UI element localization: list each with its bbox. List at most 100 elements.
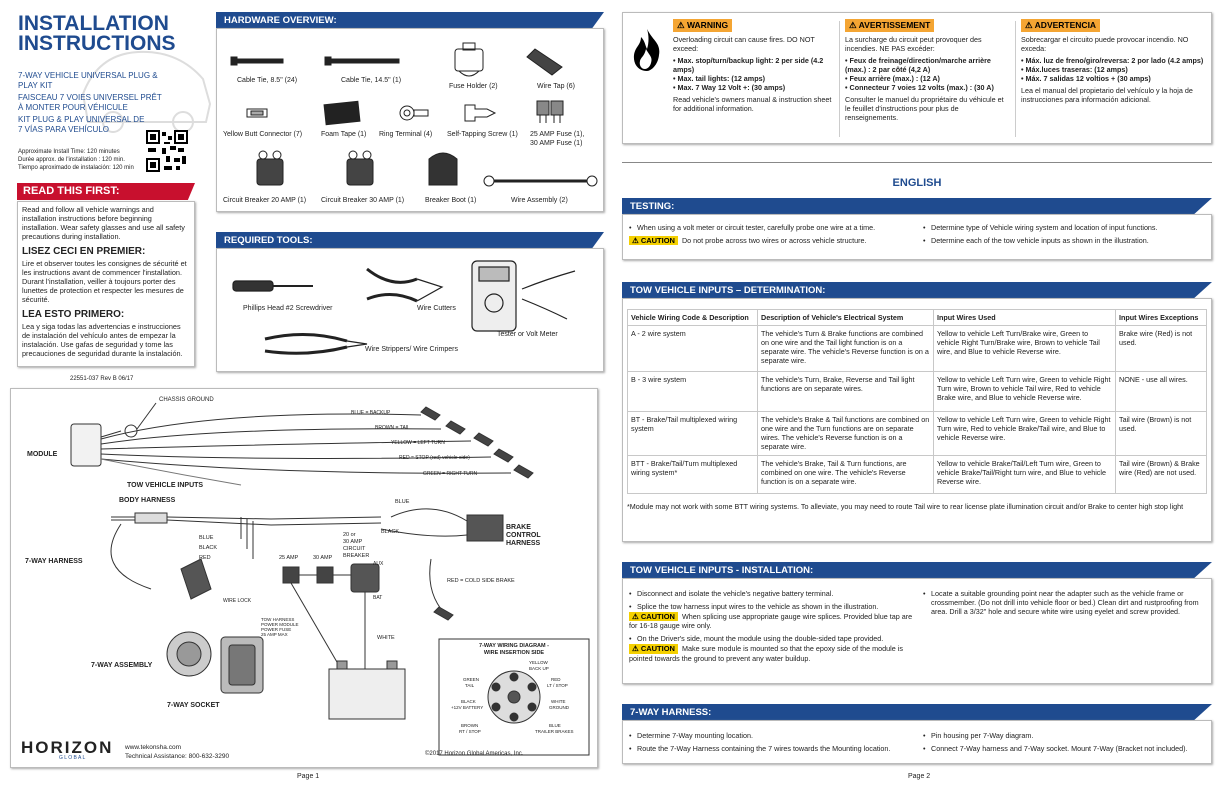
label-30amp: 30 AMP xyxy=(313,555,333,561)
label-red-stop: RED = STOP (red) vehicle side) xyxy=(399,455,470,461)
warning-intro-fr: La surcharge du circuit peut provoquer d… xyxy=(845,34,982,53)
table-cell: The vehicle's Turn & Brake functions are… xyxy=(757,325,934,372)
harness-step-3: Pin housing per 7-Way diagram. xyxy=(923,731,1209,740)
lea-text: Lea y siga todas las advertencias e inst… xyxy=(22,321,183,359)
table-cell: Yellow to vehicle Left Turn wire, Green … xyxy=(933,411,1116,456)
table-cell: BTT - Brake/Tail/Turn multiplexed wiring… xyxy=(627,455,758,494)
determination-header: TOW VEHICLE INPUTS – DETERMINATION: xyxy=(622,282,1212,298)
hardware-item-self-tapping-screw: Self-Tapping Screw (1) xyxy=(447,131,518,138)
tool-screwdriver: Phillips Head #2 Screwdriver xyxy=(243,305,333,312)
qr-code-icon[interactable] xyxy=(146,130,188,172)
label-aux: AUX xyxy=(373,561,384,567)
installation-header: TOW VEHICLE INPUTS - INSTALLATION: xyxy=(622,562,1212,578)
table-cell: Yellow to vehicle Left Turn/Brake wire, … xyxy=(933,325,1116,372)
label-white: WHITE xyxy=(377,635,395,641)
warning-b3-fr: • Connecteur 7 voies 12 volts (max.) : (… xyxy=(845,82,994,92)
brand-name: HORIZON xyxy=(21,738,114,757)
website-link[interactable]: www.tekonsha.com xyxy=(125,744,181,751)
label-w-white: WHITE xyxy=(551,699,566,704)
section-divider xyxy=(622,162,1212,163)
install-caution-1: When splicing use appropriate gauge wire… xyxy=(629,612,913,631)
label-w-ltstop: LT / STOP xyxy=(547,683,568,688)
label-power-module-1: TOW HARNESS xyxy=(261,617,294,622)
label-power-module-4: 25 AMP MAX xyxy=(261,632,288,637)
read-this-first-panel: Read and follow all vehicle warnings and… xyxy=(17,201,195,367)
label-tow-vehicle-inputs: TOW VEHICLE INPUTS xyxy=(127,482,203,489)
label-w-rtstop: RT / STOP xyxy=(459,729,481,734)
caution-badge: ⚠ CAUTION xyxy=(629,612,678,622)
label-w-tail: TAIL xyxy=(465,683,475,688)
label-power-module-3: POWER FUSE xyxy=(261,627,291,632)
warning-outro-fr: Consulter le manuel du propriétaire du v… xyxy=(845,94,1004,122)
label-w-trailer: TRAILER BRAKES xyxy=(535,729,574,734)
hardware-item-25amp-fuse: 25 AMP Fuse (1), xyxy=(530,131,585,138)
product-name-en-1: 7-WAY VEHICLE UNIVERSAL PLUG & xyxy=(18,71,158,80)
warning-intro-es: Sobrecargar el circuito puede provocar i… xyxy=(1021,34,1189,53)
label-brake-control-2: CONTROL xyxy=(506,532,541,539)
label-w-green: GREEN xyxy=(463,677,479,682)
install-step-3: On the Driver's side, mount the module u… xyxy=(629,634,919,643)
lisez-title: LISEZ CECI EN PREMIER: xyxy=(22,246,146,258)
label-25amp: 25 AMP xyxy=(279,555,299,561)
install-step-2: Splice the tow harness input wires to th… xyxy=(629,602,919,611)
install-caution-2: Make sure module is mounted so that the … xyxy=(629,644,903,663)
label-brake-control-1: BRAKE xyxy=(506,524,531,531)
label-w-backup: BACK UP xyxy=(529,666,549,671)
warning-outro-en: Read vehicle's owners manual & instructi… xyxy=(673,94,832,113)
label-body-harness: BODY HARNESS xyxy=(119,497,176,504)
warning-b2-en: • Max. tail lights: (12 amps) xyxy=(673,73,765,83)
col-header: Input Wires Used xyxy=(933,309,1116,326)
page-number-2: Page 2 xyxy=(908,773,931,780)
warning-b2-es: • Máx.luces traseras: (12 amps) xyxy=(1021,64,1128,74)
table-cell: A - 2 wire system xyxy=(627,325,758,372)
lea-title: LEA ESTO PRIMERO: xyxy=(22,309,125,321)
label-red-cold: RED = COLD SIDE BRAKE xyxy=(447,578,515,584)
hardware-item-foam-tape: Foam Tape (1) xyxy=(321,131,367,138)
page-title-line1: INSTALLATION xyxy=(18,12,169,35)
label-black-2: BLACK xyxy=(381,529,399,535)
required-tools-header: REQUIRED TOOLS: xyxy=(216,232,604,248)
english-heading: ENGLISH xyxy=(892,177,942,189)
hardware-item-ring-terminal: Ring Terminal (4) xyxy=(379,131,433,138)
label-chassis-ground: CHASSIS GROUND xyxy=(159,397,214,403)
hardware-item-wire-tap: Wire Tap (6) xyxy=(537,83,575,90)
hardware-illustrations xyxy=(230,42,598,187)
product-name-es-1: KIT PLUG & PLAY UNIVERSAL DE xyxy=(18,115,145,124)
product-name-en-2: PLAY KIT xyxy=(18,81,53,90)
page-number-1: Page 1 xyxy=(297,773,320,780)
warning-col-fr: ⚠ AVERTISSEMENT La surcharge du circuit … xyxy=(845,19,1011,122)
warning-title-en: ⚠ WARNING xyxy=(673,19,733,32)
caution-badge: ⚠ CAUTION xyxy=(629,236,678,246)
label-power-module-2: POWER MODULE xyxy=(261,622,299,627)
hardware-item-breaker-20: Circuit Breaker 20 AMP (1) xyxy=(223,197,307,204)
title-block: INSTALLATION INSTRUCTIONS 7-WAY VEHICLE … xyxy=(18,12,212,184)
warning-col-en: ⚠ WARNING Overloading circuit can cause … xyxy=(673,19,839,113)
warning-b3-es: • Máx. 7 salidas 12 voltios + (30 amps) xyxy=(1021,73,1151,83)
label-w-12v: +12V BATTERY xyxy=(451,705,483,710)
install-time-fr: Durée approx. de l'installation : 120 mi… xyxy=(18,157,125,163)
install-step-1: Disconnect and isolate the vehicle's neg… xyxy=(629,589,919,598)
copyright: ©2017 Horizon Global Americas, Inc. xyxy=(425,751,524,757)
divider xyxy=(839,21,840,137)
label-w-black: BLACK xyxy=(461,699,476,704)
hardware-item-wire-assembly: Wire Assembly (2) xyxy=(511,197,568,204)
table-row: A - 2 wire system The vehicle's Turn & B… xyxy=(627,325,1207,372)
label-bat: BAT xyxy=(373,595,382,601)
table-cell: Brake wire (Red) is not used. xyxy=(1115,325,1207,372)
tool-volt-meter: Tester or Volt Meter xyxy=(497,331,558,338)
testing-panel: When using a volt meter or circuit teste… xyxy=(622,214,1212,260)
product-name-es-2: 7 VÍAS PARA VEHÍCULO xyxy=(18,125,109,134)
brand-subtitle: G L O B A L xyxy=(59,755,86,762)
tool-wire-strippers: Wire Strippers/ Wire Crimpers xyxy=(365,346,458,353)
table-cell: The vehicle's Turn, Brake, Reverse and T… xyxy=(757,371,934,412)
testing-caution: Do not probe across two wires or across … xyxy=(681,236,867,245)
table-cell: The vehicle's Brake, Tail & Turn functio… xyxy=(757,455,934,494)
label-brake-control-3: HARNESS xyxy=(506,540,541,547)
table-row: B - 3 wire system The vehicle's Turn, Br… xyxy=(627,371,1207,412)
label-w-brown: BROWN xyxy=(461,723,478,728)
product-name-fr-2: À MONTER POUR VÉHICULE xyxy=(18,103,128,112)
warning-b2-fr: • Feux arrière (max.) : (12 A) xyxy=(845,73,940,83)
determination-table: Vehicle Wiring Code & Description Descri… xyxy=(627,309,1207,494)
label-blue-2: BLUE xyxy=(395,499,410,505)
warning-b1-en: • Max. stop/turn/backup light: 2 per sid… xyxy=(673,55,824,74)
